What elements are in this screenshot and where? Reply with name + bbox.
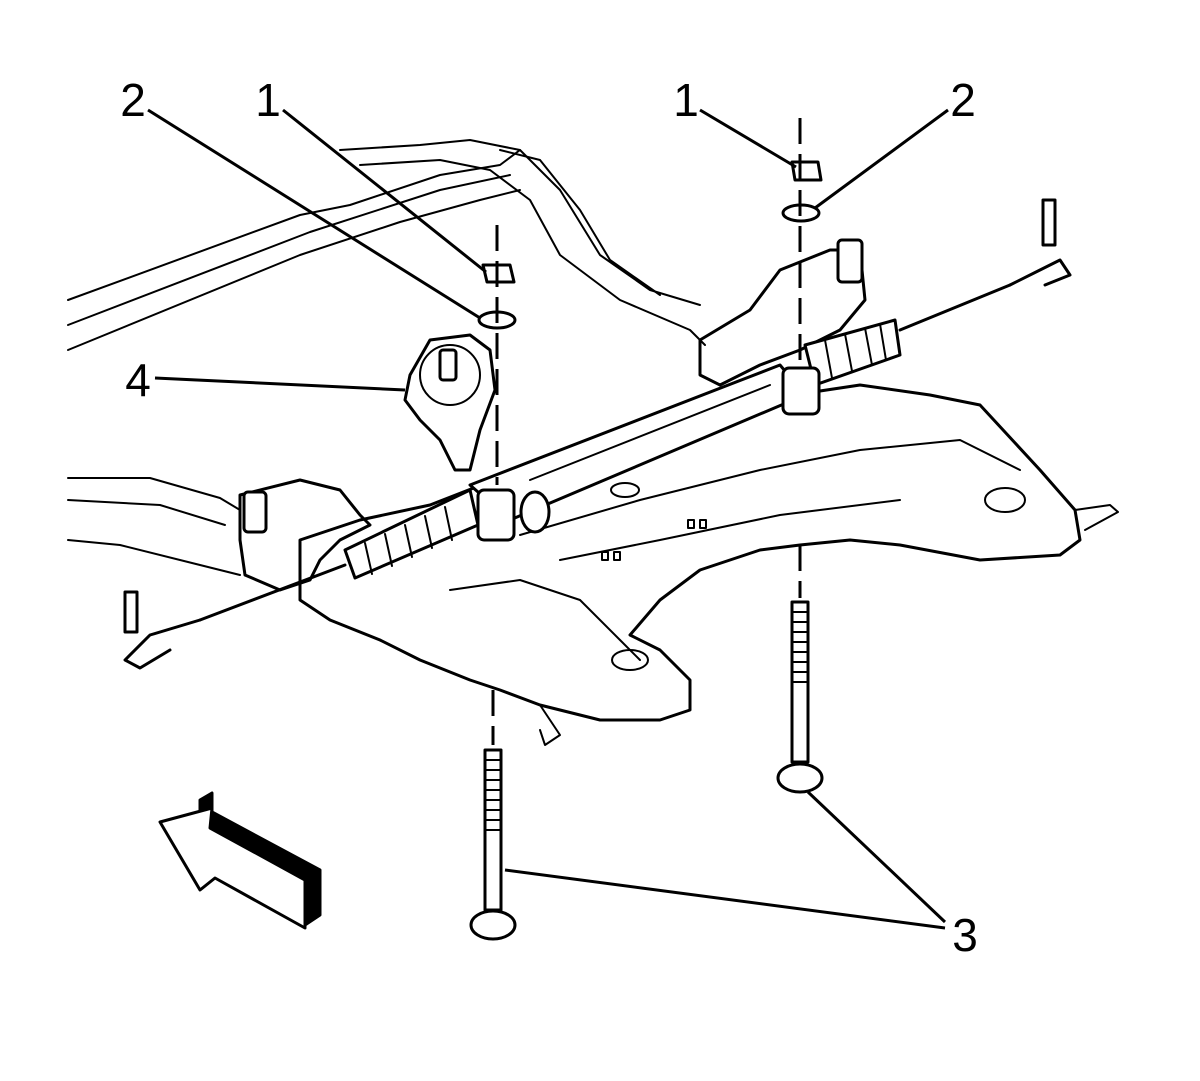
front-direction-arrow-icon — [158, 791, 322, 930]
bolt-right — [776, 545, 824, 794]
bolt-left — [469, 690, 517, 941]
leader-3-right — [806, 790, 947, 924]
left-bushing — [476, 488, 516, 542]
callout-3-bolts: 3 — [952, 909, 978, 961]
right-mount-bracket — [698, 238, 867, 387]
nut-right — [790, 160, 823, 182]
leader-3-left — [504, 868, 946, 930]
left-tie-rod — [123, 563, 347, 670]
leader-2-right — [814, 108, 949, 210]
left-mount-bracket — [238, 478, 372, 592]
leader-1-right — [699, 108, 797, 169]
left-bellows-boot — [343, 488, 480, 580]
rack-housing — [468, 363, 807, 534]
leader-2-left — [147, 108, 481, 320]
callout-2-left-washer: 2 — [120, 74, 146, 126]
right-bushing — [781, 366, 821, 416]
right-tie-rod — [898, 198, 1072, 332]
callout-4-steering-gear: 4 — [125, 354, 151, 406]
callout-2-right-washer: 2 — [950, 74, 976, 126]
steering-gear-input-housing — [403, 333, 497, 472]
subframe — [298, 383, 1119, 746]
callout-1-left-nut: 1 — [255, 74, 281, 126]
frame-rail-lower — [67, 477, 241, 576]
callout-1-right-nut: 1 — [673, 74, 699, 126]
frame-rail-upper — [67, 139, 706, 351]
leader-4 — [154, 376, 406, 392]
leader-1-left — [282, 108, 487, 274]
